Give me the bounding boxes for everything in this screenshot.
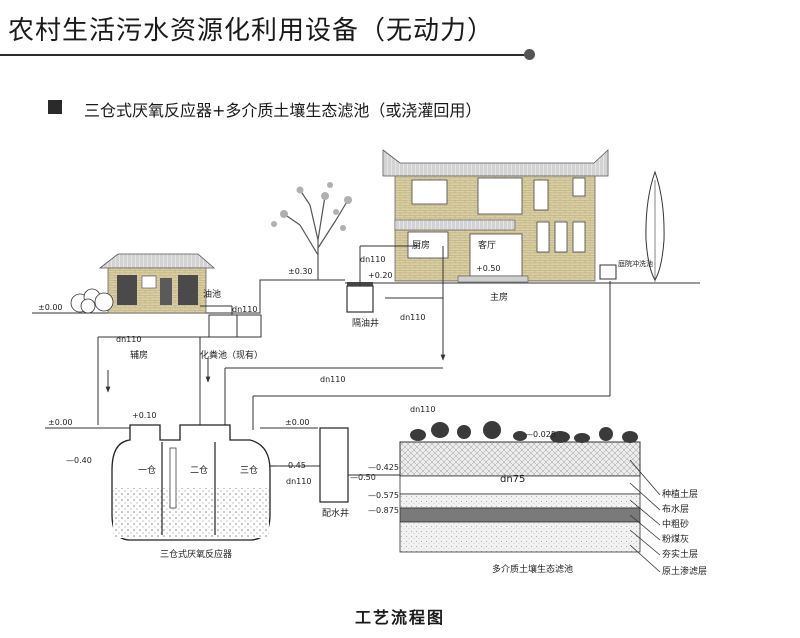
- level-ground-left: ±0.00: [38, 303, 63, 312]
- layer-2: 布水层: [662, 503, 689, 515]
- kitchen-label: 厨房: [412, 239, 430, 251]
- grease-well-label: 隔油井: [352, 317, 379, 329]
- tree: [271, 182, 352, 280]
- level-030: ±0.30: [288, 267, 313, 276]
- filter-layer-labels: 种植土层 布水层 中粗砂 粉煤灰 夯实土层 原土渗滤层: [662, 488, 707, 577]
- level-m0875: —0.875: [368, 506, 399, 515]
- layer-1: 种植土层: [662, 488, 698, 500]
- level-050: +0.50: [476, 264, 501, 273]
- page-title: 农村生活污水资源化利用设备（无动力）: [8, 16, 495, 46]
- level-m040: —0.40: [66, 456, 92, 465]
- level-m0025: —0.025: [525, 430, 556, 439]
- plants: [410, 421, 638, 443]
- level-m0425: —0.425: [368, 463, 399, 472]
- pipe-label-dn75: dn75: [500, 474, 525, 485]
- layer-6: 原土渗滤层: [662, 565, 707, 577]
- livingroom-label: 客厅: [478, 239, 496, 251]
- small-pipe-label: 油池: [203, 288, 221, 300]
- auxiliary-house: [98, 253, 216, 314]
- diagram-caption: 工艺流程图: [354, 608, 445, 627]
- level-m050: —0.50: [350, 473, 376, 482]
- process-diagram: 庭院冲洗池: [32, 149, 707, 577]
- pipe-label-5: dn110: [320, 375, 345, 384]
- pipe-network: [97, 245, 640, 476]
- reactor-label: 三仓式厌氧反应器: [160, 548, 232, 560]
- chamber-3-label: 三仓: [240, 464, 258, 476]
- septic-tank-label: 化粪池（现有）: [200, 349, 263, 361]
- layer-4: 粉煤灰: [662, 533, 689, 545]
- pipe-label-1: dn110: [232, 305, 257, 314]
- layer-leaders: [629, 459, 661, 573]
- level-m0575: —0.575: [368, 491, 399, 500]
- chamber-1-label: 一仓: [138, 464, 156, 476]
- distribution-well: [319, 427, 349, 503]
- main-house: [382, 149, 609, 283]
- title-divider-dot: [524, 49, 535, 60]
- layer-5: 夯实土层: [662, 548, 698, 560]
- chamber-2-label: 二仓: [190, 464, 208, 476]
- level-010: +0.10: [132, 411, 157, 420]
- courtyard-washbasin: [599, 264, 617, 280]
- anaerobic-reactor: [111, 424, 276, 541]
- pipe-label-6: dn110: [410, 405, 435, 414]
- subtitle-bullet: [48, 100, 62, 114]
- pipe-label-2: dn110: [360, 255, 385, 264]
- level-m045: —0.45: [280, 461, 306, 470]
- cypress-tree: [645, 170, 665, 282]
- filter-label: 多介质土壤生态滤池: [492, 563, 573, 575]
- grease-trap-well: [346, 285, 374, 313]
- level-ground-mid: ±0.00: [48, 418, 73, 427]
- subtitle: 三仓式厌氧反应器+多介质土壤生态滤池（或浇灌回用）: [84, 101, 482, 120]
- distribution-well-label: 配水井: [322, 507, 349, 519]
- aux-house-label: 辅房: [130, 349, 148, 361]
- existing-septic-tank: [208, 314, 262, 338]
- pipe-label-7: dn110: [286, 477, 311, 486]
- eco-filter-bed: [399, 441, 641, 553]
- courtyard-label: 庭院冲洗池: [618, 259, 653, 268]
- title-divider: [0, 54, 528, 56]
- main-house-label: 主房: [490, 291, 508, 303]
- layer-3: 中粗砂: [662, 518, 689, 530]
- level-ground-right: ±0.00: [285, 418, 310, 427]
- level-020: +0.20: [368, 271, 393, 280]
- pipe-label-4: dn110: [116, 335, 141, 344]
- shrub-left: [70, 288, 114, 314]
- pipe-label-3: dn110: [400, 313, 425, 322]
